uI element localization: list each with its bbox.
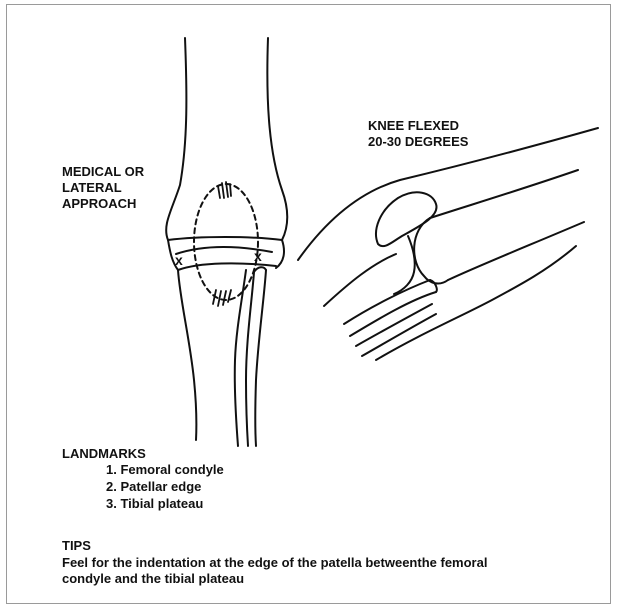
approach-label-line-2: LATERAL <box>62 180 122 195</box>
injection-mark-lateral: x <box>254 249 262 264</box>
hatch-marks <box>213 182 231 306</box>
flex-label-line-2: 20-30 DEGREES <box>368 134 468 149</box>
landmarks-heading: LANDMARKS <box>62 446 146 461</box>
tibia-front-view <box>178 270 246 446</box>
tips-line-1: Feel for the indentation at the edge of … <box>62 555 487 570</box>
landmark-item: 2. Patellar edge <box>106 479 201 495</box>
tips-heading: TIPS <box>62 538 91 553</box>
approach-label-line-1: MEDICAL OR <box>62 164 144 179</box>
fibula-front-view <box>246 267 266 446</box>
landmark-item: 3. Tibial plateau <box>106 496 203 512</box>
injection-mark-medial: x <box>175 253 183 268</box>
approach-label-line-3: APPROACH <box>62 196 136 211</box>
flex-label-line-1: KNEE FLEXED <box>368 118 459 133</box>
joint-line <box>168 237 284 270</box>
femur-front-view <box>166 38 287 240</box>
patella-outline <box>194 184 258 300</box>
knee-side-view <box>298 128 598 360</box>
tips-line-2: condyle and the tibial plateau <box>62 571 244 586</box>
landmark-item: 1. Femoral condyle <box>106 462 224 478</box>
